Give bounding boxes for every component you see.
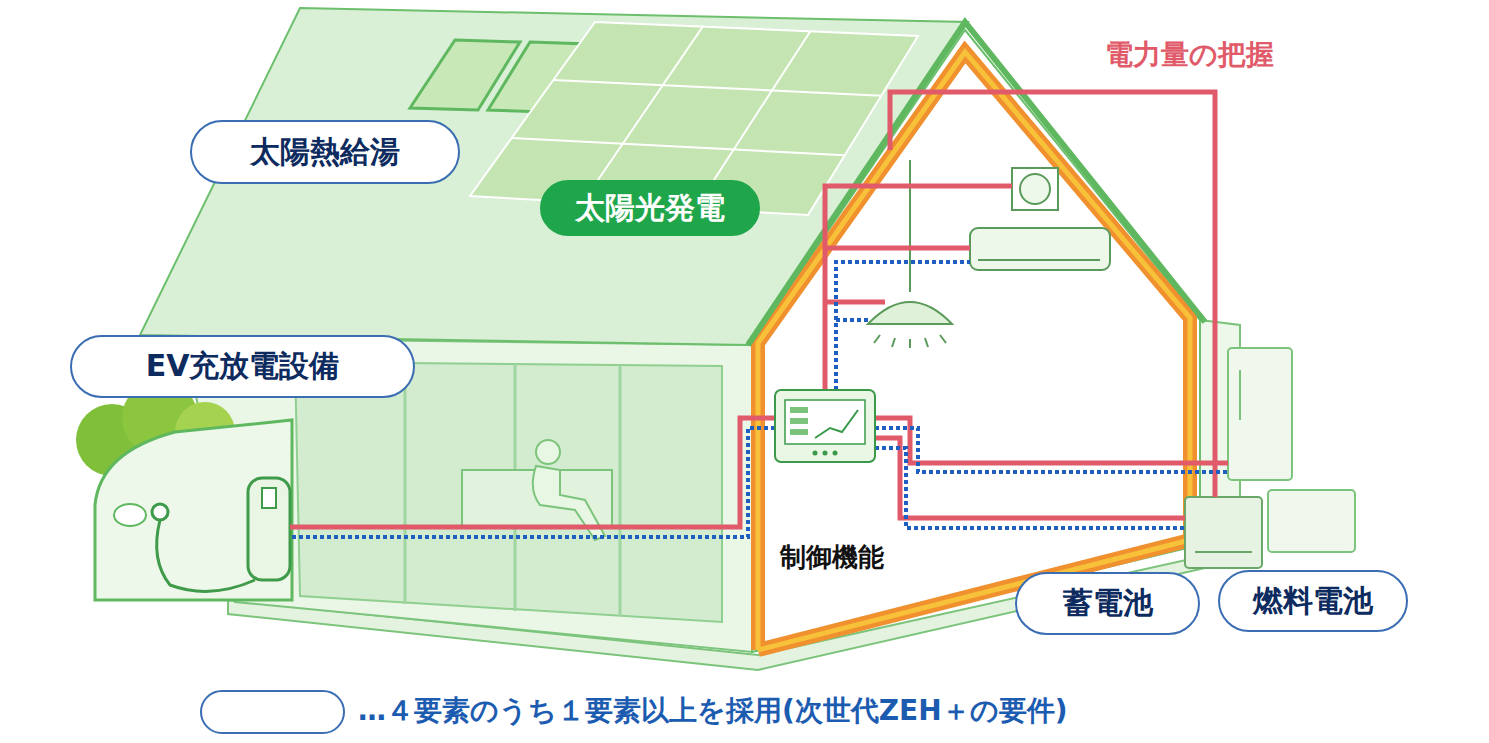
feature-badge: 燃料電池 [1218, 570, 1408, 632]
wire-caption: 電力量の把握 [1105, 36, 1274, 74]
feature-badge: 太陽熱給湯 [190, 120, 460, 184]
feature-name: 燃料電池 [1253, 581, 1373, 622]
feature-name: 蓄電池 [1063, 583, 1153, 624]
feature-badge: EV充放電設備 [70, 335, 415, 398]
legend-swatch [200, 690, 345, 734]
label-text: 制御機能 [780, 540, 884, 575]
feature-name: 太陽熱給湯 [250, 132, 400, 173]
control-caption: 制御機能 [780, 540, 884, 575]
feature-name: 太陽光発電 [575, 188, 725, 229]
feature-badge-filled: 太陽光発電 [540, 180, 760, 236]
legend-entry: …４要素のうち１要素以上を採用(次世代ZEH＋の要件) [358, 692, 1067, 730]
feature-badge: 蓄電池 [1015, 572, 1200, 635]
feature-name: EV充放電設備 [146, 346, 340, 387]
legend-text: …４要素のうち１要素以上を採用(次世代ZEH＋の要件) [358, 692, 1067, 730]
label-text: 電力量の把握 [1105, 36, 1274, 74]
